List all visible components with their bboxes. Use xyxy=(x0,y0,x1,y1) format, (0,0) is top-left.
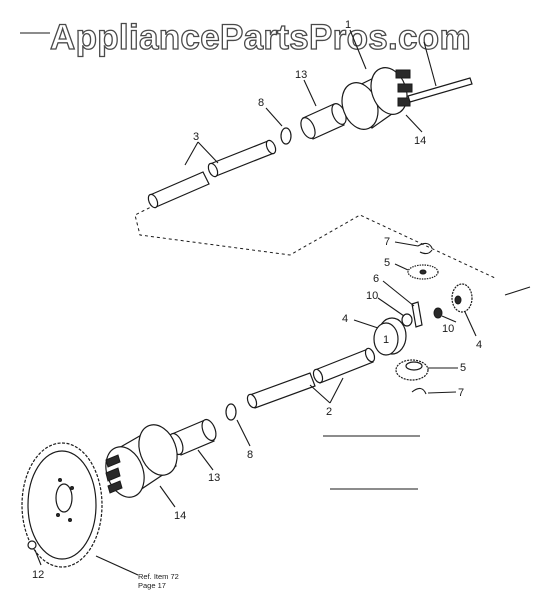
label-part-2: 2 xyxy=(326,406,332,418)
label-part-13-lower: 13 xyxy=(208,472,220,484)
assembly-dashed-line xyxy=(134,204,496,279)
label-part-13-upper: 13 xyxy=(295,69,307,81)
label-part-14-upper: 14 xyxy=(414,135,426,147)
part-2-shaft xyxy=(246,347,376,409)
label-part-4-left: 4 xyxy=(342,313,348,325)
reference-line-2: Page 17 xyxy=(138,581,166,590)
label-part-7-upper: 7 xyxy=(384,236,390,248)
part-1-hub xyxy=(341,67,473,130)
label-part-4-right: 4 xyxy=(476,339,482,351)
label-part-1: 1 xyxy=(345,19,351,31)
label-part-10-left: 10 xyxy=(366,290,378,302)
leader-lines xyxy=(34,29,477,576)
part-12-nut xyxy=(27,540,37,550)
part-6-pin xyxy=(411,301,423,328)
watermark: AppliancePartsPros.com xyxy=(49,17,471,57)
disc-marking: 1 xyxy=(383,334,389,346)
part-5-gear-upper xyxy=(407,264,439,280)
label-part-6: 6 xyxy=(373,273,379,285)
part-5-gear-lower xyxy=(395,359,429,381)
part-3-shaft xyxy=(147,139,277,209)
label-part-14-lower: 14 xyxy=(174,510,186,522)
part-7-clip-upper xyxy=(417,242,433,255)
part-13-sleeve xyxy=(300,103,347,140)
label-part-5-upper: 5 xyxy=(384,257,390,269)
part-4-bevel-gear xyxy=(451,283,473,313)
part-10-spacer-left xyxy=(401,313,413,327)
part-8-washer-lower xyxy=(225,403,237,421)
label-part-7-lower: 7 xyxy=(458,387,464,399)
stray-line-right xyxy=(504,286,531,296)
label-part-10-right: 10 xyxy=(442,323,454,335)
part-4-disc: 1 xyxy=(373,317,407,356)
part-8-washer xyxy=(280,127,292,145)
label-part-8-upper: 8 xyxy=(258,97,264,109)
part-10-spacer-right xyxy=(433,307,443,319)
label-part-3: 3 xyxy=(193,131,199,143)
part-14-hub xyxy=(105,424,178,498)
label-part-8-lower: 8 xyxy=(247,449,253,461)
reference-line-1: Ref. Item 72 xyxy=(138,572,179,581)
label-part-12: 12 xyxy=(32,569,44,581)
part-72-sprocket xyxy=(21,442,103,568)
label-part-5-lower: 5 xyxy=(460,362,466,374)
part-7-clip-lower xyxy=(411,387,427,395)
